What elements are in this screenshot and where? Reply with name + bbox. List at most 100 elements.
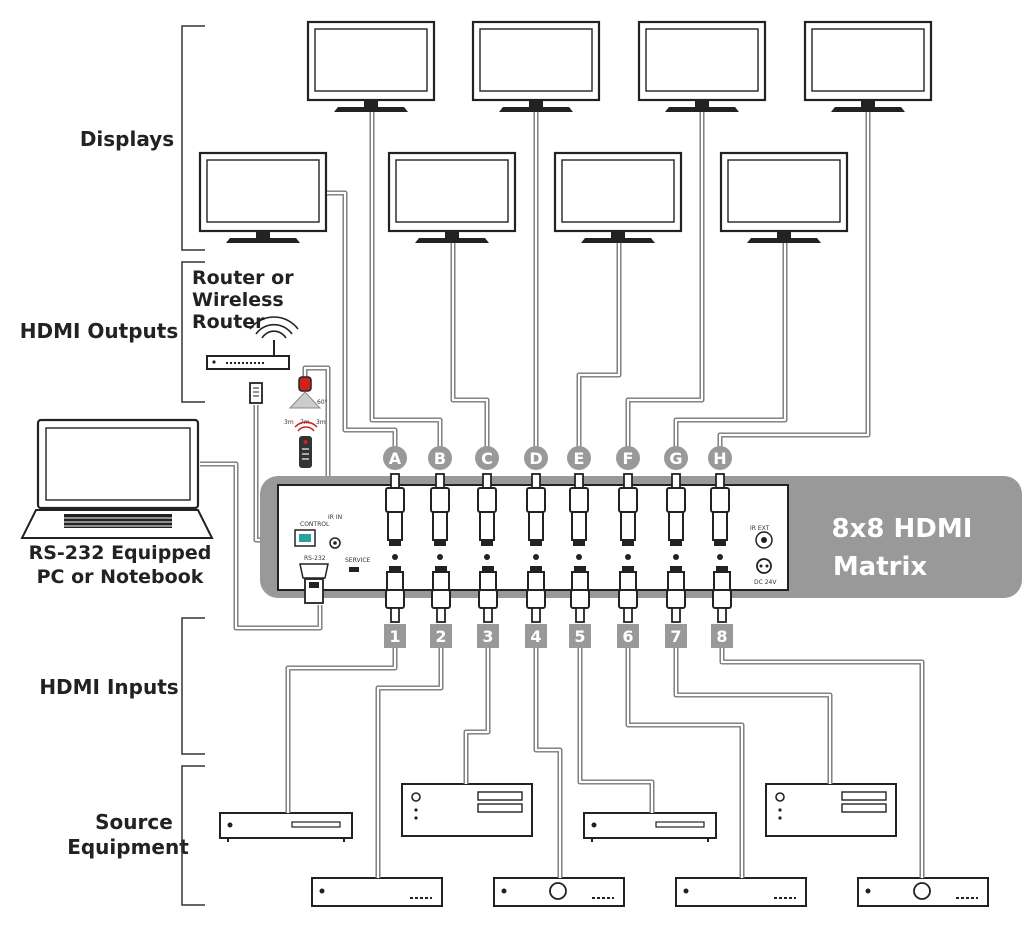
source-device-4 xyxy=(493,877,625,907)
input-badge-5: 5 xyxy=(569,624,591,648)
ir-distance-right: 3m xyxy=(316,419,326,426)
ir-angle-label: 60° xyxy=(317,399,328,406)
output-badge-e: E xyxy=(567,446,591,470)
service-label: SERVICE xyxy=(345,557,371,564)
matrix-title-line2: Matrix xyxy=(833,552,928,582)
output-port-f xyxy=(618,473,638,560)
input-port-7 xyxy=(666,566,686,623)
input-badge-label: 7 xyxy=(670,627,681,646)
input-badge-label: 1 xyxy=(389,627,400,646)
output-port-e xyxy=(569,473,589,560)
input-port-2 xyxy=(431,566,451,623)
display-bottom-2 xyxy=(387,151,517,245)
control-port-label: CONTROL xyxy=(300,521,330,528)
input-badge-label: 8 xyxy=(716,627,727,646)
input-badge-1: 1 xyxy=(384,624,406,648)
power-label: DC 24V xyxy=(754,579,777,586)
source-bracket xyxy=(181,765,205,906)
output-badge-label: F xyxy=(623,449,634,468)
output-port-h xyxy=(710,473,730,560)
output-badge-label: G xyxy=(669,449,682,468)
input-badge-label: 2 xyxy=(435,627,446,646)
display-top-1 xyxy=(306,20,436,114)
ir-remote-icon xyxy=(299,436,312,468)
input-badge-6: 6 xyxy=(617,624,639,648)
ir-receiver-icon xyxy=(288,376,322,409)
ir-in-label: IR IN xyxy=(328,514,342,521)
section-label-hdmi-inputs: HDMI Inputs xyxy=(39,675,178,699)
ir-in-port xyxy=(329,537,341,549)
display-top-4 xyxy=(803,20,933,114)
router-label-line1: Router or xyxy=(192,267,294,289)
output-badge-f: F xyxy=(616,446,640,470)
ir-distance-left: 3m xyxy=(284,419,294,426)
display-top-2 xyxy=(471,20,601,114)
output-badge-d: D xyxy=(524,446,548,470)
input-port-6 xyxy=(618,566,638,623)
output-badge-label: E xyxy=(574,449,585,468)
output-badge-label: C xyxy=(481,449,493,468)
input-port-1 xyxy=(385,566,405,623)
input-badge-8: 8 xyxy=(711,624,733,648)
control-cables xyxy=(200,365,331,631)
pc-label-line2: PC or Notebook xyxy=(37,566,204,588)
output-badge-label: H xyxy=(713,449,726,468)
output-badge-h: H xyxy=(708,446,732,470)
input-port-3 xyxy=(478,566,498,623)
source-device-6 xyxy=(675,877,807,907)
port-badges: A B C D E F G H 1 2 3 4 5 6 7 8 xyxy=(383,446,733,648)
output-badge-a: A xyxy=(383,446,407,470)
output-badge-c: C xyxy=(475,446,499,470)
output-cables xyxy=(327,112,871,447)
ir-ext-label: IR EXT xyxy=(750,525,770,532)
section-label-displays: Displays xyxy=(80,127,174,151)
source-device-8 xyxy=(857,877,989,907)
output-port-d xyxy=(526,473,546,560)
router-label-line2: Wireless xyxy=(192,289,284,311)
source-device-1 xyxy=(219,812,353,842)
section-label-source-line1: Source xyxy=(95,810,173,834)
section-label-hdmi-outputs: HDMI Outputs xyxy=(20,319,178,343)
output-badge-label: D xyxy=(529,449,542,468)
section-label-source-line2: Equipment xyxy=(67,835,189,859)
source-device-2 xyxy=(311,877,443,907)
display-bottom-4 xyxy=(719,151,849,245)
rs232-port xyxy=(299,563,329,604)
outputs-bracket xyxy=(181,261,205,403)
input-cables xyxy=(285,648,925,878)
input-badge-3: 3 xyxy=(477,624,499,648)
input-badge-label: 3 xyxy=(482,627,493,646)
input-port-8 xyxy=(712,566,732,623)
control-port xyxy=(294,529,316,547)
displays-bracket xyxy=(181,25,205,251)
output-port-b xyxy=(430,473,450,560)
power-connector xyxy=(756,558,772,574)
display-bottom-1 xyxy=(198,151,328,245)
output-badge-label: B xyxy=(434,449,446,468)
display-top-3 xyxy=(637,20,767,114)
input-badge-label: 6 xyxy=(622,627,633,646)
source-device-7 xyxy=(765,783,897,837)
output-port-g xyxy=(666,473,686,560)
matrix-title-line1: 8x8 HDMI xyxy=(832,514,973,544)
output-badge-b: B xyxy=(428,446,452,470)
ir-ext-connector xyxy=(755,531,773,549)
output-port-a xyxy=(385,473,405,560)
input-badge-label: 4 xyxy=(530,627,541,646)
hdmi-ports xyxy=(385,473,732,623)
input-badge-4: 4 xyxy=(525,624,547,648)
display-bottom-3 xyxy=(553,151,683,245)
output-badge-g: G xyxy=(664,446,688,470)
source-device-3 xyxy=(401,783,533,837)
inputs-bracket xyxy=(181,617,205,755)
ir-signal-icon xyxy=(294,421,318,432)
ethernet-plug-icon xyxy=(249,382,263,404)
source-device-5 xyxy=(583,812,717,842)
input-badge-label: 5 xyxy=(574,627,585,646)
laptop-icon xyxy=(20,418,214,539)
input-badge-7: 7 xyxy=(665,624,687,648)
wireless-router-icon xyxy=(206,316,299,370)
router-label-line3: Router xyxy=(192,311,265,333)
input-badge-2: 2 xyxy=(430,624,452,648)
